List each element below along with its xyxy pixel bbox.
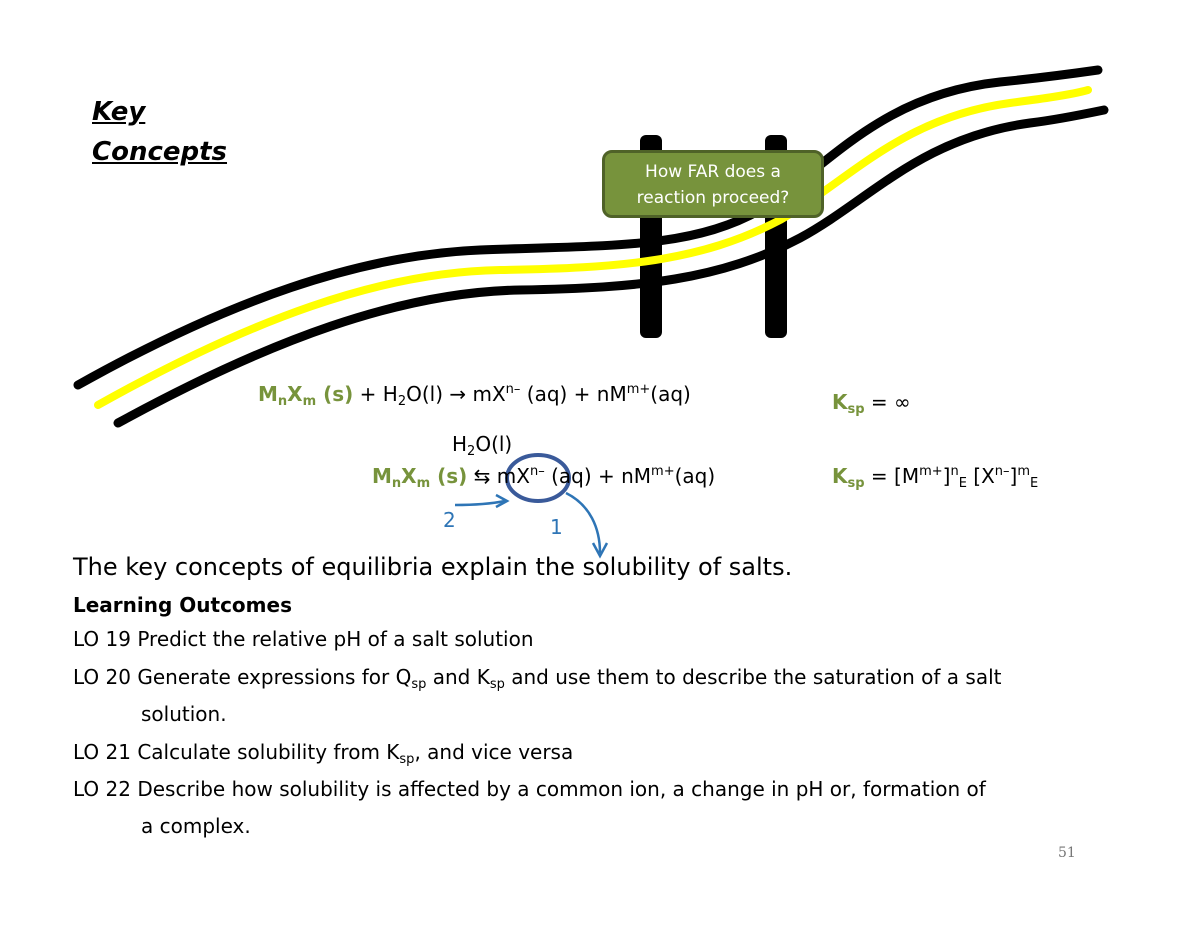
ksp-infinite: Ksp = ∞ bbox=[832, 390, 911, 417]
road-line-top bbox=[73, 65, 1103, 390]
arrow-label-2: 2 bbox=[443, 508, 456, 532]
arrow-1 bbox=[565, 491, 602, 554]
page-number: 51 bbox=[1058, 845, 1076, 861]
equilibrium-equation: MnXm (s) ⇆ mXn– (aq) + nMm+(aq) bbox=[372, 464, 716, 491]
learning-outcomes-heading: Learning Outcomes bbox=[73, 593, 292, 617]
arrow-2 bbox=[454, 499, 506, 507]
question-sign: How FAR does a reaction proceed? bbox=[602, 150, 824, 218]
lo-21: LO 21 Calculate solubility from Ksp, and… bbox=[73, 740, 574, 767]
sign-line-1: How FAR does a bbox=[645, 162, 781, 182]
sign-line-2: reaction proceed? bbox=[636, 188, 790, 208]
arrow-label-1: 1 bbox=[550, 515, 563, 539]
lo-20: LO 20 Generate expressions for Qsp and K… bbox=[73, 665, 1002, 692]
road-line-yellow bbox=[94, 86, 1092, 409]
ksp1-symbol: Ksp bbox=[832, 390, 865, 417]
lo-22: LO 22 Describe how solubility is affecte… bbox=[73, 777, 986, 801]
main-statement: The key concepts of equilibria explain t… bbox=[73, 553, 793, 581]
lo-22-continued: a complex. bbox=[141, 814, 251, 838]
ksp-expression: Ksp = [Mm+]nE [Xn–]mE bbox=[832, 464, 1039, 491]
arrow-2-head bbox=[495, 493, 510, 509]
slide-title: Key Concepts bbox=[92, 92, 227, 172]
arrow-1-head bbox=[591, 542, 609, 559]
dissolution-equation: MnXm (s) + H2O(l) → mXn– (aq) + nMm+(aq) bbox=[258, 382, 691, 409]
eq1-reactant: MnXm (s) bbox=[258, 382, 354, 409]
road-line-bottom bbox=[113, 105, 1109, 428]
title-line-2: Concepts bbox=[92, 137, 228, 167]
ion-highlight-circle bbox=[505, 453, 571, 503]
lo-19: LO 19 Predict the relative pH of a salt … bbox=[73, 627, 534, 651]
lo-20-continued: solution. bbox=[141, 702, 227, 726]
solvent-label: H2O(l) bbox=[452, 432, 513, 459]
title-line-1: Key bbox=[92, 97, 146, 127]
ksp2-symbol: Ksp bbox=[832, 464, 865, 491]
eq2-reactant: MnXm (s) bbox=[372, 464, 468, 491]
